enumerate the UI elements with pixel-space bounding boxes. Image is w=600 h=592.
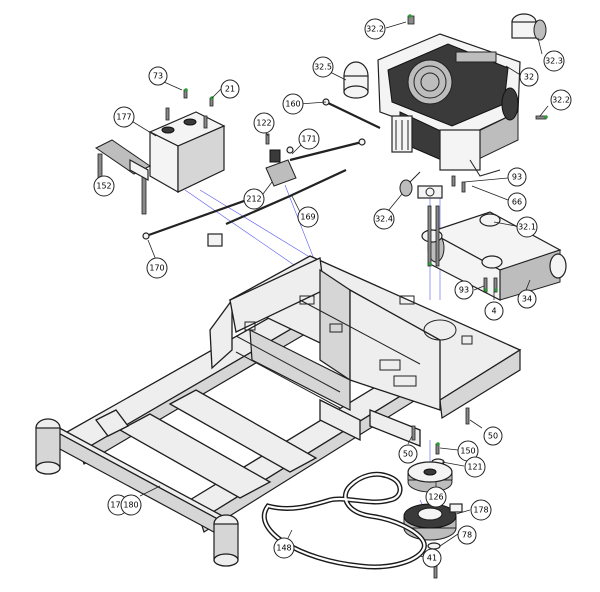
- svg-text:212: 212: [246, 195, 261, 204]
- air-filter: [343, 61, 369, 99]
- callout-32-1: 32.1: [516, 216, 538, 238]
- battery: [148, 107, 226, 194]
- engine: [377, 33, 521, 199]
- callout-66: 66: [507, 192, 527, 212]
- leader-lines: [99, 21, 549, 561]
- battery-bracket: [95, 139, 151, 215]
- callout-32-2-right: 32.2: [550, 89, 572, 111]
- callout-93-top: 93: [507, 167, 527, 187]
- fuel-filter: [399, 171, 421, 197]
- callout-32-5: 32.5: [312, 56, 334, 78]
- svg-text:170: 170: [149, 264, 164, 273]
- throttle-rod: [322, 98, 381, 129]
- chassis-frame: [35, 255, 522, 567]
- svg-text:126: 126: [428, 493, 443, 502]
- air-cleaner-cover: [511, 13, 547, 41]
- callout-34: 34: [517, 289, 537, 309]
- svg-text:32.2: 32.2: [552, 96, 570, 105]
- callout-152: 152: [93, 175, 115, 197]
- svg-text:4: 4: [491, 307, 496, 316]
- svg-text:32.5: 32.5: [314, 63, 332, 72]
- callout-122: 122: [253, 112, 275, 134]
- callout-50-right: 50: [483, 426, 503, 446]
- svg-text:41: 41: [427, 554, 437, 563]
- svg-text:179: 179: [110, 501, 125, 510]
- svg-text:93: 93: [459, 286, 469, 295]
- svg-text:171: 171: [301, 135, 316, 144]
- svg-text:34: 34: [522, 295, 532, 304]
- idler-pulley: [407, 458, 453, 493]
- svg-text:169: 169: [300, 213, 315, 222]
- callout-4: 4: [484, 301, 504, 321]
- callout-126: 126: [425, 486, 447, 508]
- svg-text:78: 78: [462, 531, 472, 540]
- svg-text:93: 93: [512, 173, 522, 182]
- callout-41: 41: [422, 548, 442, 568]
- svg-text:121: 121: [467, 463, 482, 472]
- svg-text:50: 50: [403, 450, 413, 459]
- callout-178: 178: [470, 499, 492, 521]
- callout-180: 180: [120, 494, 142, 516]
- callout-78: 78: [457, 525, 477, 545]
- svg-text:180: 180: [123, 501, 138, 510]
- svg-text:21: 21: [225, 85, 235, 94]
- callout-32-4: 32.4: [373, 208, 395, 230]
- callout-21: 21: [220, 79, 240, 99]
- svg-text:66: 66: [512, 198, 522, 207]
- svg-text:177: 177: [116, 113, 131, 122]
- callout-32: 32: [519, 67, 539, 87]
- drive-belt: [261, 471, 427, 570]
- svg-text:32: 32: [524, 73, 534, 82]
- svg-text:32.2: 32.2: [366, 25, 384, 34]
- callout-169: 169: [297, 206, 319, 228]
- callouts: 32.2 32.3 32 32.2 32.5 73 21 177 160 122…: [93, 18, 572, 568]
- svg-text:32.3: 32.3: [545, 57, 563, 66]
- callout-32-2-top: 32.2: [364, 18, 386, 40]
- callout-177: 177: [113, 106, 135, 128]
- callout-171: 171: [298, 128, 320, 150]
- callout-50-left: 50: [398, 444, 418, 464]
- svg-text:32.4: 32.4: [375, 215, 393, 224]
- callout-148: 148: [273, 537, 295, 559]
- callout-32-3: 32.3: [543, 50, 565, 72]
- hardware: [183, 14, 548, 579]
- svg-text:150: 150: [460, 447, 475, 456]
- callout-121: 121: [464, 456, 486, 478]
- svg-text:50: 50: [488, 432, 498, 441]
- svg-text:160: 160: [285, 100, 300, 109]
- solenoid: [265, 146, 297, 187]
- callout-93-bottom: 93: [454, 280, 474, 300]
- svg-text:73: 73: [153, 72, 163, 81]
- electric-clutch: [403, 503, 463, 550]
- callout-160: 160: [282, 93, 304, 115]
- svg-text:32.1: 32.1: [518, 223, 536, 232]
- cables: [142, 138, 366, 247]
- svg-text:122: 122: [256, 119, 271, 128]
- svg-text:148: 148: [276, 544, 291, 553]
- callout-73: 73: [148, 66, 168, 86]
- svg-text:178: 178: [473, 506, 488, 515]
- callout-212: 212: [243, 188, 265, 210]
- svg-text:152: 152: [96, 182, 111, 191]
- callout-170: 170: [146, 257, 168, 279]
